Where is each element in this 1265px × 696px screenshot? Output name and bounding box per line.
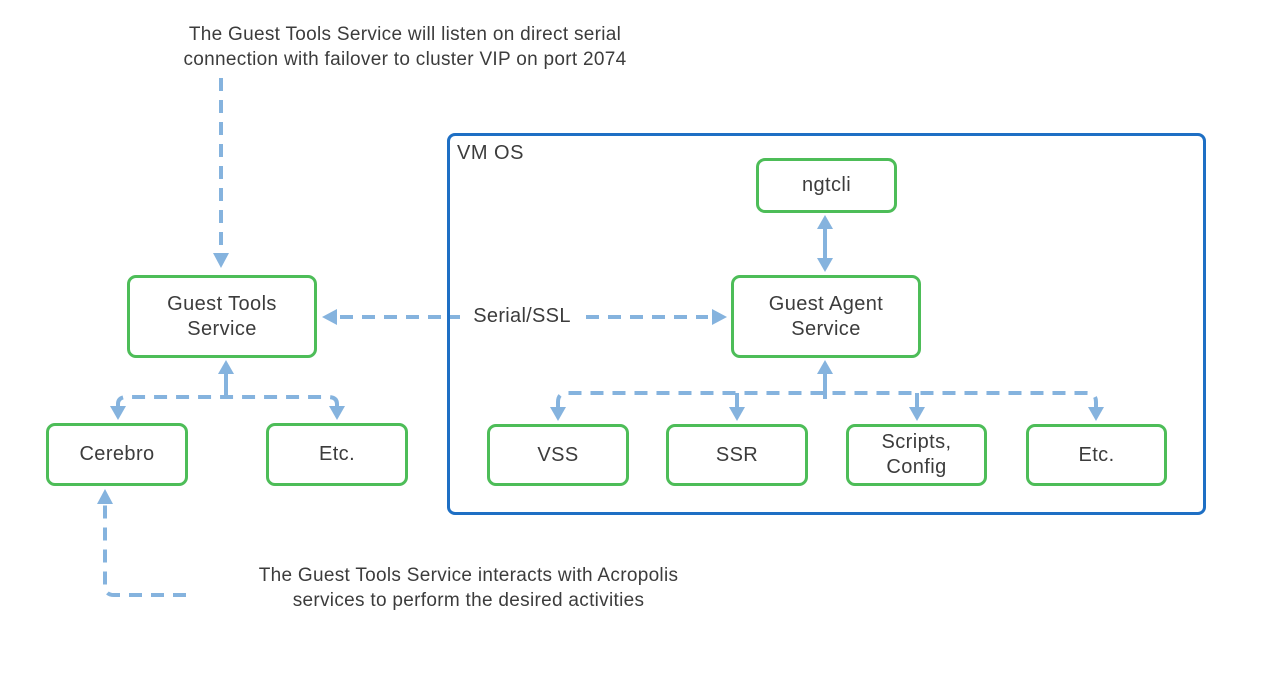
node-vss: VSS — [487, 424, 629, 486]
arrow-caption-to-gts — [213, 78, 229, 268]
node-cerebro: Cerebro — [46, 423, 188, 486]
arrow-gas-fanout — [550, 360, 1104, 421]
caption-bottom: The Guest Tools Service interacts with A… — [258, 565, 679, 611]
arrow-caption-to-cerebro — [97, 489, 186, 597]
caption-top: The Guest Tools Service will listen on d… — [183, 24, 627, 70]
node-ssr: SSR — [666, 424, 808, 486]
node-etc-left: Etc. — [266, 423, 408, 486]
node-scripts-config: Scripts, Config — [846, 424, 987, 486]
vm-os-label: VM OS — [457, 142, 524, 164]
arrow-serial-ssl — [322, 309, 727, 325]
arrow-ngtcli-gas — [817, 215, 833, 272]
node-etc-right: Etc. — [1026, 424, 1167, 486]
arrow-gts-fanout — [110, 360, 345, 420]
node-guest-agent-service: Guest Agent Service — [731, 275, 921, 358]
node-ngtcli: ngtcli — [756, 158, 897, 213]
serial-ssl-label: Serial/SSL — [473, 305, 571, 327]
node-guest-tools-service: Guest Tools Service — [127, 275, 317, 358]
vm-os-container — [447, 133, 1206, 515]
